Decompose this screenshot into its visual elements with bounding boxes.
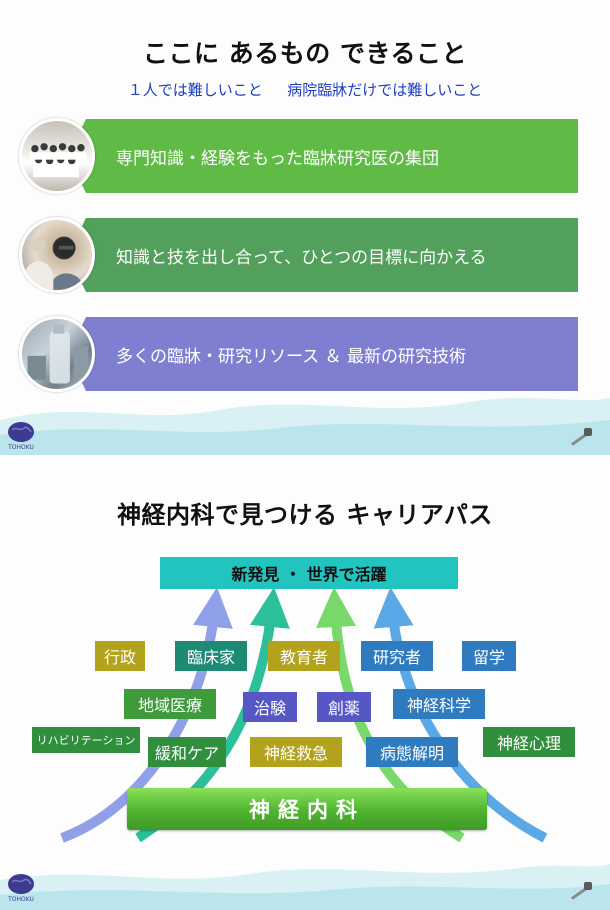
svg-text:TOHOKU: TOHOKU	[7, 444, 34, 451]
goal-box: 新発見 ・ 世界で活躍	[160, 557, 458, 589]
career-clinical-trials: 治験	[243, 692, 297, 722]
tohoku-brain-logo: TOHOKU	[7, 422, 34, 451]
career-pathophysiology: 病態解明	[366, 737, 458, 767]
slide-career-path: 神経内科で見つける キャリアパス	[0, 455, 610, 910]
career-administration: 行政	[95, 641, 145, 671]
career-neuro-emergency: 神経救急	[250, 737, 342, 767]
doctors-photo	[19, 217, 95, 293]
career-clinician: 臨床家	[175, 641, 247, 671]
feature-band-teamwork: 知識と技を出し合って、ひとつの目標に向かえる	[68, 218, 578, 292]
slide-resources: ここに あるもの できること １人では難しいこと 病院臨牀だけでは難しいこと 専…	[0, 39, 610, 455]
feature-label: 多くの臨牀・研究リソース ＆ 最新の研究技術	[116, 346, 466, 367]
career-drug-discovery: 創薬	[317, 692, 371, 722]
lab-equipment-photo	[19, 316, 95, 392]
career-rehabilitation: リハビリテーション	[32, 727, 140, 753]
career-neuropsychology: 神経心理	[483, 727, 575, 757]
career-study-abroad: 留学	[462, 641, 516, 671]
feature-band-resources: 多くの臨牀・研究リソース ＆ 最新の研究技術	[68, 317, 578, 391]
slide-subtitle: １人では難しいこと 病院臨牀だけでは難しいこと	[127, 81, 483, 99]
watercolor-wash	[0, 398, 610, 455]
slide-title: 神経内科で見つける キャリアパス	[117, 501, 493, 529]
reflex-hammer-icon	[571, 882, 592, 900]
slide-title: ここに あるもの できること	[143, 39, 467, 68]
svg-text:TOHOKU: TOHOKU	[7, 896, 34, 903]
career-researcher: 研究者	[361, 641, 433, 671]
feature-label: 知識と技を出し合って、ひとつの目標に向かえる	[116, 247, 487, 268]
career-educator: 教育者	[268, 641, 340, 671]
feature-band-experts: 専門知識・経験をもった臨牀研究医の集団	[68, 119, 578, 193]
tohoku-brain-logo: TOHOKU	[7, 874, 34, 903]
feature-label: 専門知識・経験をもった臨牀研究医の集団	[116, 148, 439, 169]
group-photo	[19, 118, 95, 194]
reflex-hammer-icon	[571, 428, 592, 446]
career-community-medicine: 地域医療	[124, 689, 216, 719]
career-palliative-care: 緩和ケア	[148, 737, 226, 767]
career-neuroscience: 神経科学	[393, 689, 485, 719]
neurology-base: 神経内科	[127, 788, 487, 830]
